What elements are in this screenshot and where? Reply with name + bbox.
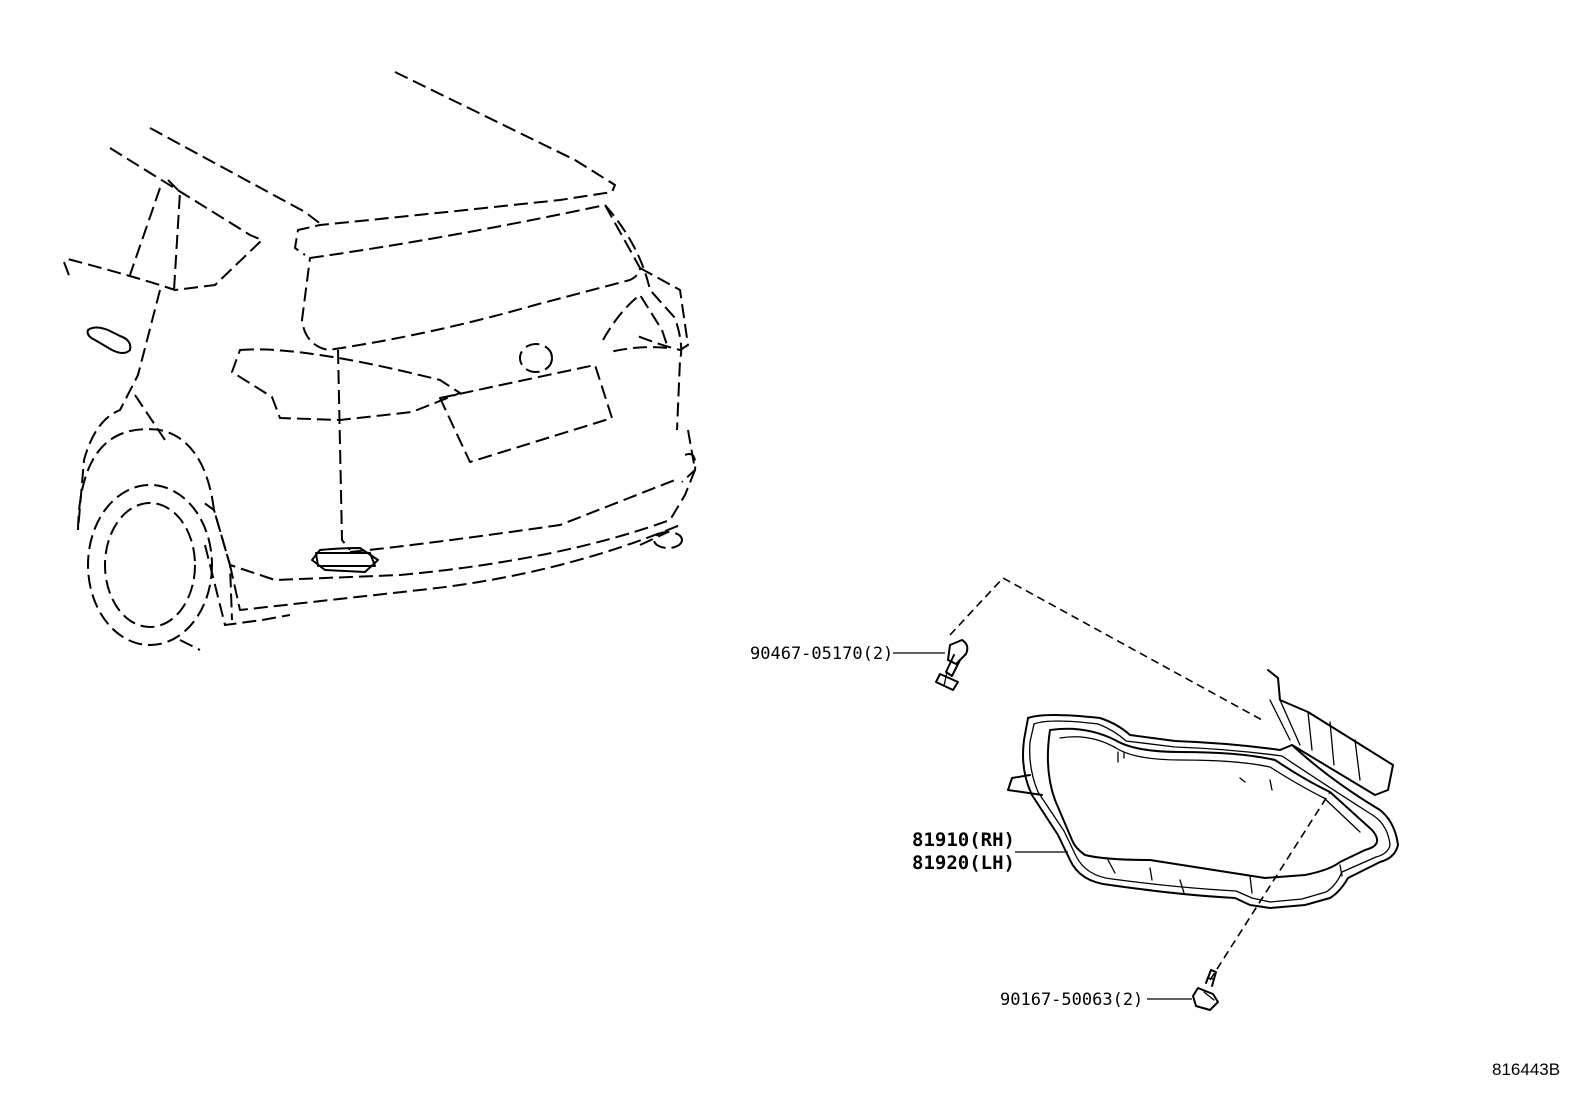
screw-icon (1192, 969, 1219, 1011)
part-label-clip: 90467-05170(2) (750, 644, 893, 664)
diagram-reference-code: 816443B (1492, 1060, 1560, 1079)
part-label-reflector-lh: 81920(LH) (912, 852, 1015, 874)
assembly-line-clip (949, 576, 1263, 721)
assembly-line-screw (1209, 791, 1331, 981)
part-label-reflector-rh: 81910(RH) (912, 829, 1015, 851)
clip-icon (935, 639, 969, 691)
reflector-lens-icon (1007, 669, 1399, 909)
part-label-screw: 90167-50063(2) (1000, 990, 1143, 1010)
vehicle-rear-illustration (63, 71, 697, 651)
